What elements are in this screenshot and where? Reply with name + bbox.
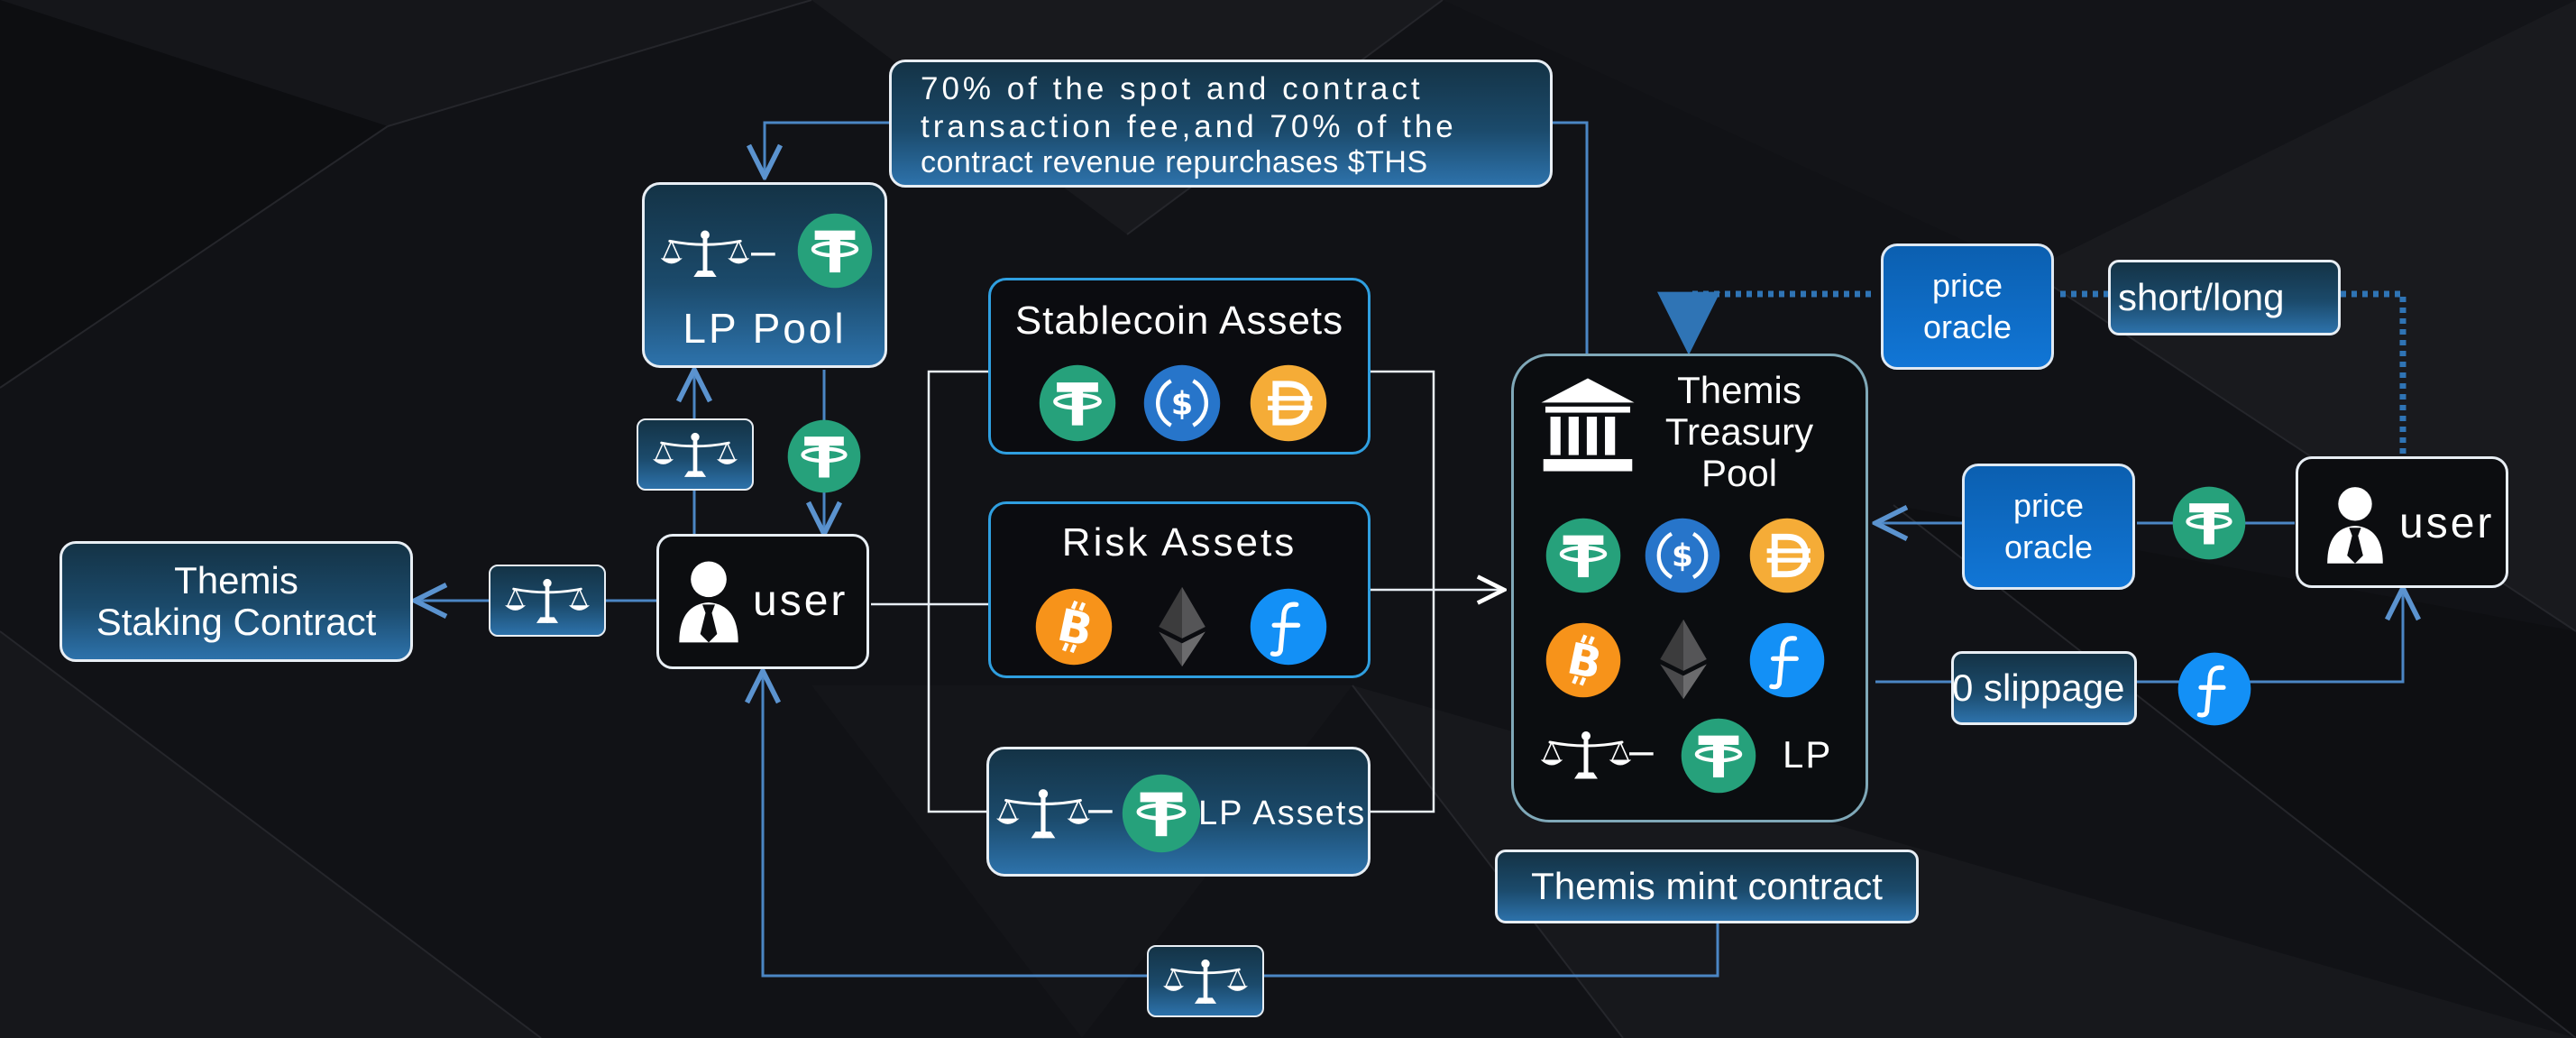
scale-token-badge-bottom <box>1147 945 1264 1017</box>
user-left-label: user <box>753 577 848 625</box>
mint-contract-box[interactable]: Themis mint contract <box>1495 850 1919 923</box>
tether-icon <box>1680 717 1757 795</box>
price-oracle-top-line-1: price <box>1931 267 2003 304</box>
ethereum-icon <box>1658 618 1709 701</box>
lp-assets-dash: – <box>1088 785 1113 832</box>
scale-token-badge-staking <box>489 565 606 637</box>
ethereum-icon <box>1157 585 1207 668</box>
staking-contract-line-1: Themis <box>174 559 298 602</box>
bitcoin-icon <box>1034 587 1114 666</box>
lp-assets-box[interactable]: – LP Assets <box>986 747 1371 877</box>
treasury-line-3: Pool <box>1701 452 1778 494</box>
treasury-line-2: Treasury <box>1664 410 1814 453</box>
scale-token-badge-left <box>637 418 754 491</box>
user-right-label: user <box>2399 500 2495 547</box>
treasury-line-1: Themis <box>1677 369 1801 411</box>
risk-assets-box[interactable]: Risk Assets <box>988 501 1371 678</box>
fantom-icon <box>2177 651 2252 727</box>
price-oracle-mid-box[interactable]: price oracle <box>1962 464 2135 590</box>
staking-contract-line-2: Staking Contract <box>96 601 377 643</box>
short-long-box[interactable]: short/long <box>2108 260 2341 335</box>
lp-pool-label: LP Pool <box>683 305 847 352</box>
themis-scale-icon <box>996 787 1090 843</box>
risk-assets-title: Risk Assets <box>1061 520 1297 565</box>
dai-icon <box>1249 363 1328 443</box>
lp-pool-box[interactable]: – LP Pool <box>642 182 887 368</box>
tether-icon <box>1121 773 1202 854</box>
user-right-box[interactable]: user <box>2296 456 2508 588</box>
tether-icon <box>1545 517 1622 594</box>
tether-icon <box>796 212 874 289</box>
fee-note-line-2: transaction fee,and 70% of the <box>921 109 1457 144</box>
usdc-icon <box>1644 517 1721 594</box>
themis-scale-icon <box>1161 958 1250 1008</box>
treasury-pool-box[interactable]: Themis Treasury Pool – LP <box>1511 354 1868 822</box>
fantom-icon <box>1249 587 1328 666</box>
user-icon <box>677 560 740 645</box>
price-oracle-top-box[interactable]: price oracle <box>1881 243 2054 370</box>
price-oracle-mid-line-1: price <box>2012 487 2085 524</box>
stablecoin-assets-box[interactable]: Stablecoin Assets <box>988 278 1371 455</box>
zero-slippage-box[interactable]: 0 slippage <box>1951 651 2137 725</box>
price-oracle-top-line-2: oracle <box>1922 308 2012 345</box>
lp-pool-dash: – <box>751 227 775 275</box>
zero-slippage-label: 0 slippage <box>1952 666 2125 709</box>
staking-contract-box[interactable]: Themis Staking Contract <box>60 541 413 662</box>
fantom-icon <box>1748 621 1826 699</box>
themis-scale-icon <box>651 431 739 482</box>
short-long-label: short/long <box>2118 276 2285 318</box>
user-icon <box>2325 486 2385 565</box>
treasury-dash: – <box>1629 727 1654 775</box>
stablecoin-assets-title: Stablecoin Assets <box>1014 299 1344 343</box>
usdc-icon <box>1142 363 1222 443</box>
themis-scale-icon <box>503 577 591 628</box>
mint-contract-label: Themis mint contract <box>1531 865 1883 907</box>
fee-note-line-1: 70% of the spot and contract <box>921 71 1424 106</box>
lp-assets-label: LP Assets <box>1198 795 1367 832</box>
treasury-lp-label: LP <box>1783 733 1833 776</box>
fee-note-box: 70% of the spot and contract transaction… <box>889 60 1553 188</box>
tether-icon <box>2171 485 2247 561</box>
themis-scale-icon <box>1541 730 1631 784</box>
fee-note-line-3: contract revenue repurchases $THS <box>921 145 1428 179</box>
user-left-box[interactable]: user <box>656 534 869 669</box>
tether-icon <box>786 418 862 494</box>
themis-scale-icon <box>661 228 749 282</box>
bank-icon <box>1537 374 1638 475</box>
tether-icon <box>1038 363 1117 443</box>
bitcoin-icon <box>1545 621 1622 699</box>
dai-icon <box>1748 517 1826 594</box>
price-oracle-mid-line-2: oracle <box>2003 528 2094 565</box>
